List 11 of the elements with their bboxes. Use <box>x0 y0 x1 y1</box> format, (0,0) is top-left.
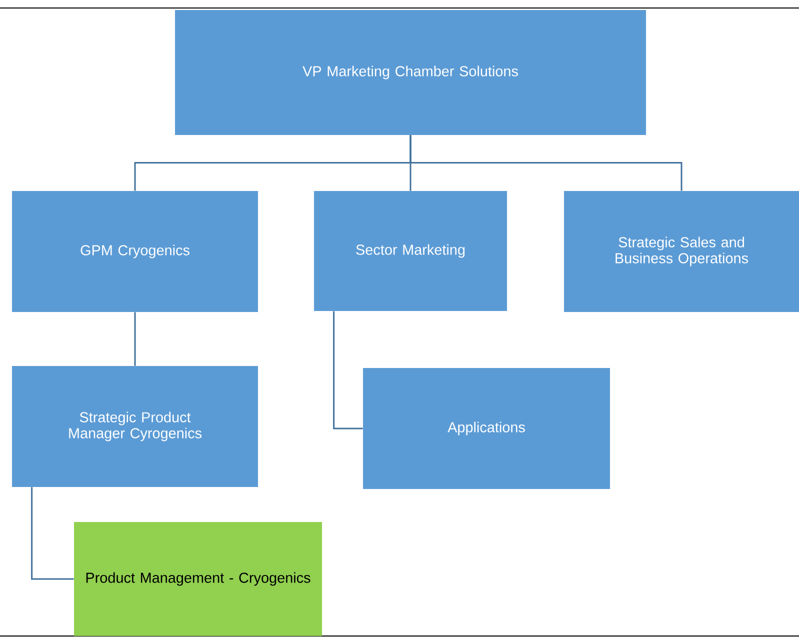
org-box: Sector Marketing <box>314 190 507 311</box>
connector-line <box>410 135 682 191</box>
org-box: Applications <box>363 368 610 489</box>
org-box: GPM Cryogenics <box>12 190 258 312</box>
connector-line <box>31 487 74 580</box>
org-box: Strategic Sales and Business Operations <box>564 190 799 312</box>
org-box: Product Management - Cryogenics <box>74 522 322 636</box>
connector-line <box>333 311 363 430</box>
connector-line <box>134 312 136 366</box>
org-box: Strategic Product Manager Cyrogenics <box>12 366 258 487</box>
org-box: VP Marketing Chamber Solutions <box>175 10 646 135</box>
